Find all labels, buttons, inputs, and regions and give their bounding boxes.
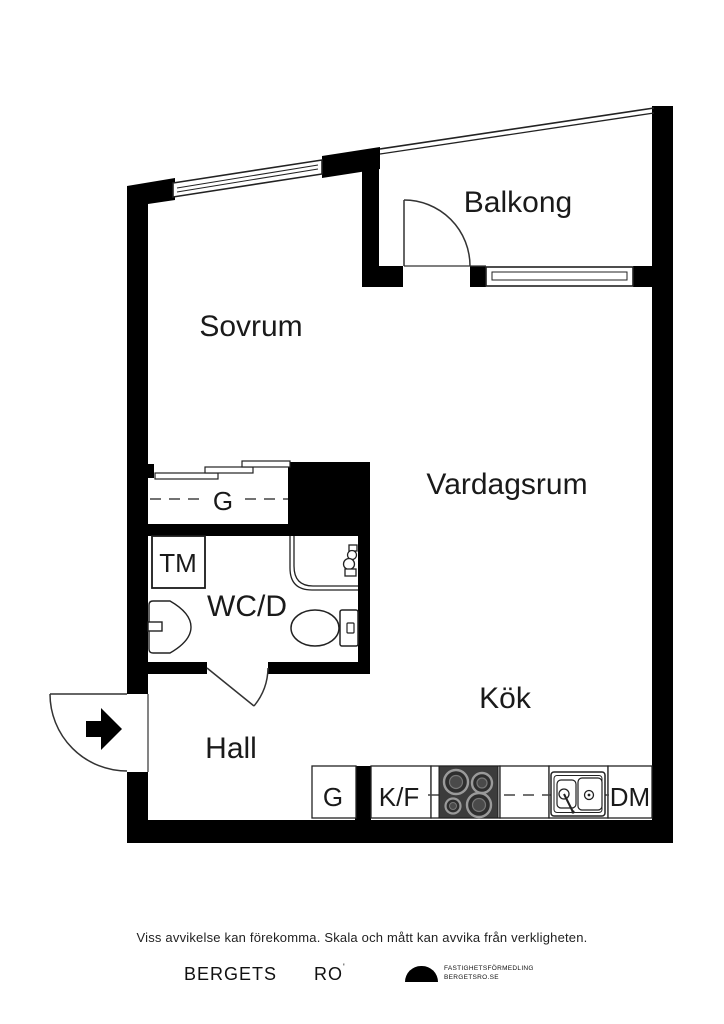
outer-walls [127,106,673,843]
toilet-icon [290,609,359,647]
entrance-door [49,693,149,772]
entrance-arrow-icon [86,708,122,750]
washing-machine-label: TM [159,548,197,578]
label-kok: Kök [479,682,532,715]
sliding-door-icon [154,460,291,480]
washing-machine: TM [151,535,206,589]
kitchen-counter: G K/F DM [311,765,653,819]
shower-mixer-icon [342,544,358,577]
brand-word-ro: RO' [314,962,346,984]
agency-logo: FASTIGHETSFÖRMEDLING BERGETSRO.SE [405,965,534,983]
balcony-window [485,266,634,287]
agency-url: BERGETSRO.SE [444,973,499,981]
footer: Viss avvikelse kan förekomma. Skala och … [0,930,724,984]
label-hall: Hall [205,732,257,765]
bedroom-window [172,159,323,198]
label-wcd: WC/D [207,590,287,623]
bedroom-closet: G [150,460,291,516]
kitchen-sink-icon [550,771,606,817]
balcony-edge-line [379,107,655,155]
dishwasher-label: DM [610,782,650,812]
label-vardagsrum: Vardagsrum [426,468,587,501]
label-sovrum: Sovrum [199,310,302,343]
disclaimer-text: Viss avvikelse kan förekomma. Skala och … [136,930,588,945]
brand-trademark: ' [343,962,346,972]
brand-word-bergets: BERGETS [184,964,278,984]
fridge-freezer-label: K/F [379,782,419,812]
brand-row: BERGETS RO' FASTIGHETSFÖRMEDLING BERGETS… [0,962,724,990]
dm-label-bg [609,784,651,808]
wcd-door [206,667,269,707]
closet-label-bg [206,483,240,513]
label-balkong: Balkong [464,186,572,219]
bathroom-sink-icon [147,600,192,654]
shower-icon [289,536,358,591]
hall-closet-label: G [323,782,343,812]
stove-icon [438,765,499,819]
agency-logo-text: FASTIGHETSFÖRMEDLING BERGETSRO.SE [444,965,534,983]
dome-logo-icon [405,965,438,982]
bedroom-closet-label: G [213,486,233,516]
balcony-door [403,199,486,267]
agency-name: FASTIGHETSFÖRMEDLING [444,965,534,972]
